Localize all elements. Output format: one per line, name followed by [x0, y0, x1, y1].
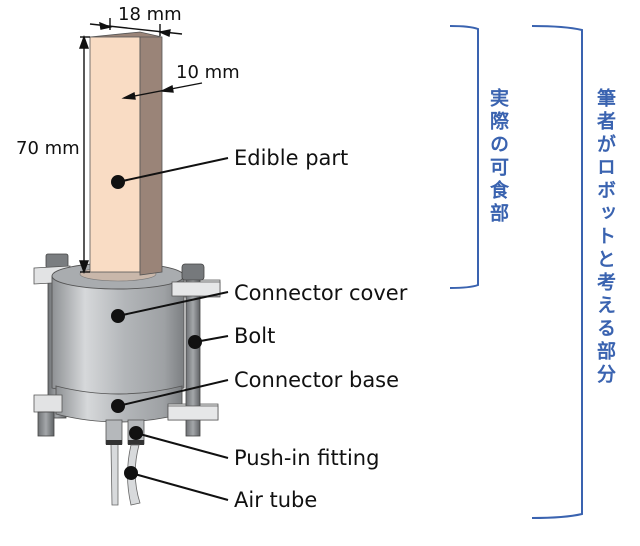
brackets — [449, 25, 583, 519]
bracket-text-actual-edible: 実際の可食部 — [487, 88, 509, 226]
callout-dot-air-tube — [124, 466, 138, 480]
dimension-lines — [79, 18, 203, 275]
callout-dot-push-in-fitting — [129, 426, 143, 440]
label-edible-part: Edible part — [234, 146, 349, 170]
dimension-height-label: 70 mm — [16, 138, 80, 159]
label-air-tube: Air tube — [234, 488, 318, 512]
label-bolt: Bolt — [234, 324, 276, 348]
bolt-right — [37, 263, 221, 437]
label-connector-base: Connector base — [234, 368, 400, 392]
callout-dot-edible-part — [111, 175, 125, 189]
dimension-depth-label: 10 mm — [176, 62, 240, 83]
label-connector-cover: Connector cover — [234, 281, 408, 305]
callout-dot-bolt — [188, 335, 202, 349]
callout-dot-connector-base — [111, 399, 125, 413]
bracket-actual-edible — [449, 25, 479, 289]
label-push-in-fitting: Push-in fitting — [234, 446, 380, 470]
callout-dot-connector-cover — [111, 309, 125, 323]
dimension-width-label: 18 mm — [118, 4, 182, 25]
bracket-text-robot-part: 筆者がロボットと考える部分 — [594, 88, 616, 387]
edible-part-bar — [89, 31, 163, 276]
callout-leaders — [111, 157, 229, 501]
connector-cover-body — [51, 262, 185, 397]
bracket-robot-part — [531, 25, 583, 519]
